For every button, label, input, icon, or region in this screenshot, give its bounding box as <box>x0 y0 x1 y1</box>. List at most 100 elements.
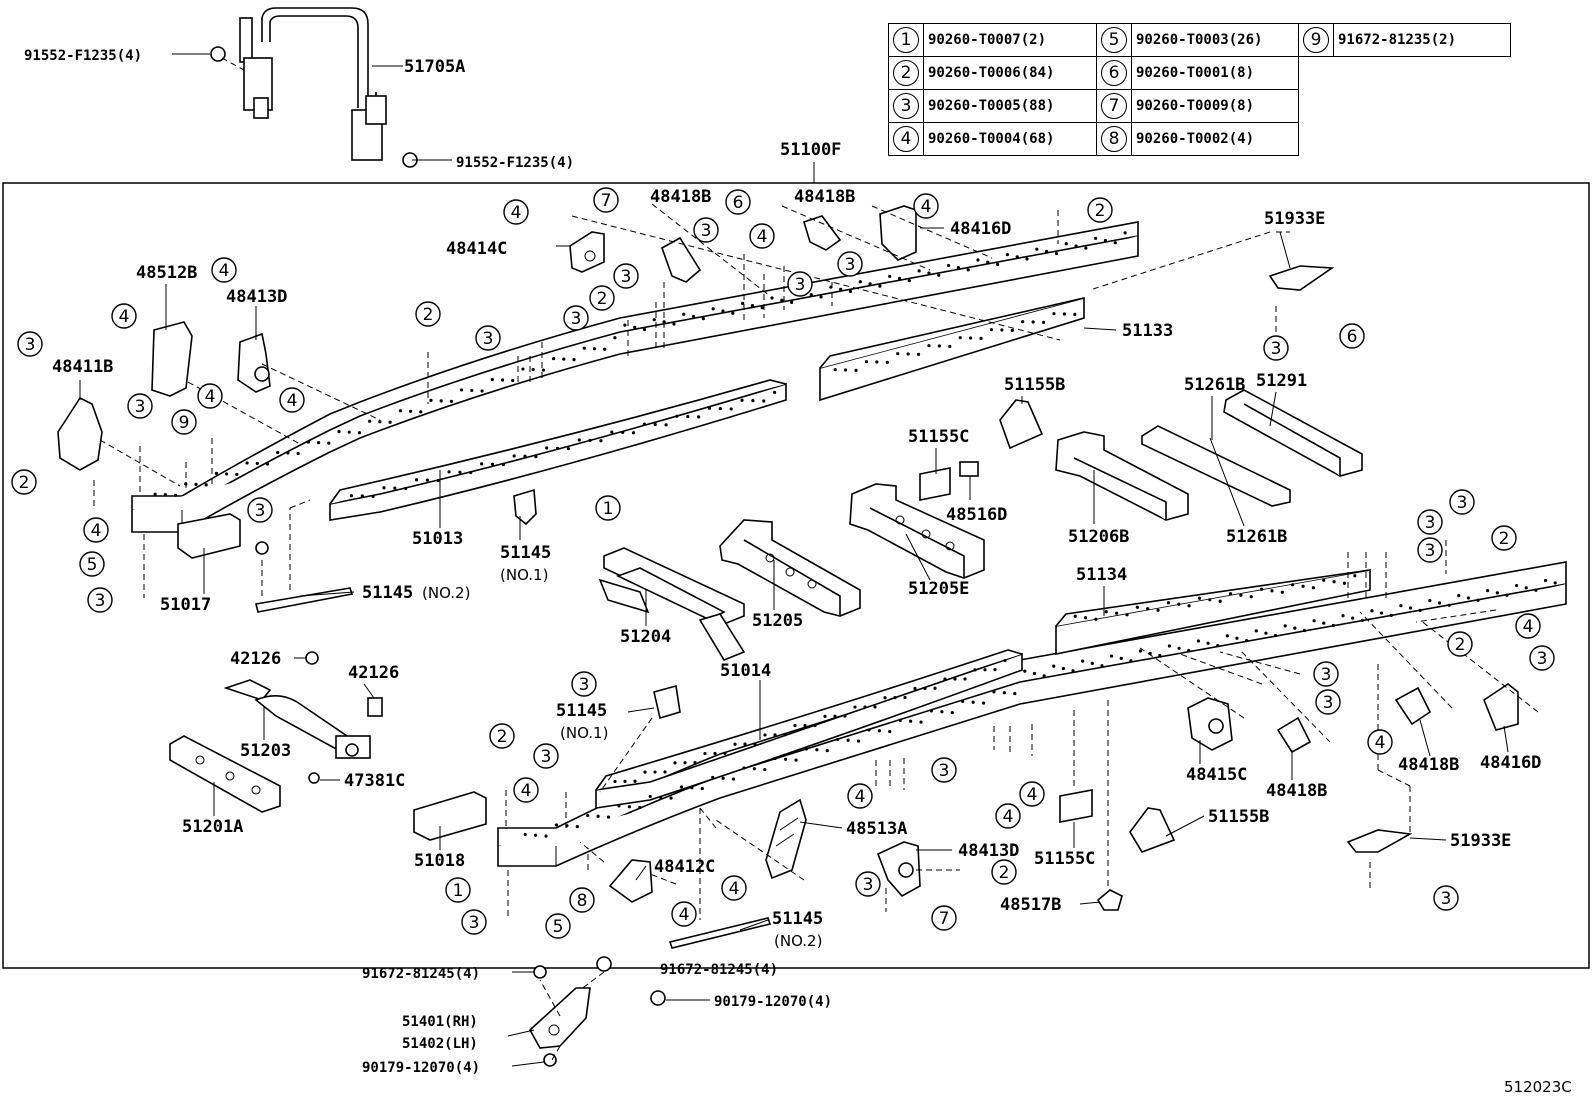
legend-circle: 9 <box>1303 27 1329 53</box>
crossmember-51206B[interactable] <box>1055 431 1189 521</box>
callout-number: 3 <box>701 221 712 241</box>
label-91552-a: 91552-F1235(4) <box>24 48 142 64</box>
rail-hole <box>740 398 744 402</box>
bracket-51017[interactable] <box>177 513 241 559</box>
callout-3: 3 <box>1529 645 1555 671</box>
crossmember-51205[interactable] <box>719 519 861 617</box>
bracket-42126-a[interactable] <box>305 651 319 665</box>
bracket-51155B-bot[interactable] <box>1129 807 1176 853</box>
callout-3: 3 <box>1263 335 1289 361</box>
part-51705A[interactable] <box>239 7 387 161</box>
dashed-leaders <box>93 203 1539 1061</box>
bracket-48516D[interactable] <box>959 461 979 477</box>
callout-3: 3 <box>837 251 863 277</box>
channel-51133[interactable] <box>819 296 1085 402</box>
bracket-48418B-bot-a[interactable] <box>1276 716 1312 754</box>
rail-hole <box>1486 588 1490 593</box>
bolt-91552-a[interactable] <box>210 46 226 62</box>
bracket-48416D-top[interactable] <box>879 205 917 261</box>
crossmember-51204[interactable] <box>598 547 746 661</box>
callout-number: 2 <box>597 289 608 309</box>
bracket-51145-no1-top[interactable] <box>513 488 537 526</box>
crossmember-51201A[interactable] <box>169 735 281 813</box>
bracket-48413D-bot[interactable] <box>876 841 921 898</box>
bolt-9[interactable] <box>255 541 269 555</box>
rail-hole <box>888 729 892 734</box>
bracket-48412C[interactable] <box>608 859 653 903</box>
rail-hole <box>523 454 527 458</box>
rail-hole <box>1332 580 1336 584</box>
label-51145-2: 51145 <box>362 583 413 603</box>
label-51933E-1: 51933E <box>1264 209 1325 229</box>
callout-5: 5 <box>79 551 105 577</box>
callout-number: 6 <box>1347 327 1358 347</box>
bracket-48418B-bot-b[interactable] <box>1394 686 1432 726</box>
callout-number: 4 <box>729 879 740 899</box>
bracket-51145-no1-bot[interactable] <box>653 684 681 720</box>
rail-hole <box>194 482 198 486</box>
rail-hole <box>398 409 402 413</box>
rail-hole <box>992 690 996 694</box>
bracket-48413D-top[interactable] <box>237 332 271 393</box>
callout-4: 4 <box>503 199 529 225</box>
rail-hole <box>652 318 656 322</box>
rail-hole <box>1283 624 1287 628</box>
callout-5: 5 <box>545 913 571 939</box>
label-48412C: 48412C <box>654 857 715 877</box>
rail-hole <box>707 406 712 410</box>
bracket-51933E-bot[interactable] <box>1346 829 1413 853</box>
bracket-51155B-top[interactable] <box>999 399 1044 450</box>
bracket-48512B[interactable] <box>151 321 193 397</box>
rail-hole <box>393 486 397 490</box>
callout-2: 2 <box>11 469 37 495</box>
crossmember-51203[interactable] <box>223 679 371 759</box>
rail-hole <box>804 747 809 751</box>
rail-hole <box>521 367 525 371</box>
bracket-48411B[interactable] <box>57 396 103 471</box>
rail-hole <box>877 729 881 733</box>
rail-hole <box>888 274 892 278</box>
nut-90179-b[interactable] <box>543 1053 557 1067</box>
crossmember-51291[interactable] <box>1223 389 1363 477</box>
crossmember-51261B-a[interactable] <box>1141 425 1291 507</box>
rail-hole <box>878 284 882 288</box>
rail-hole <box>731 777 736 781</box>
nut-91672-a[interactable] <box>533 965 547 979</box>
strap-51145-no2-bot[interactable] <box>668 917 772 949</box>
nut-90179-a[interactable] <box>650 990 666 1006</box>
label-51155B-2: 51155B <box>1208 807 1269 827</box>
bracket-48517B[interactable] <box>1096 889 1123 911</box>
frame-rail-upper-left[interactable] <box>131 221 1139 533</box>
bracket-48414C[interactable] <box>569 231 605 273</box>
rail-hole <box>404 486 408 491</box>
nut-91672-b[interactable] <box>596 956 612 972</box>
bolt-47381C[interactable] <box>308 772 320 784</box>
rail-hole <box>541 368 545 372</box>
strap-51145-no2-top[interactable] <box>255 587 354 613</box>
bracket-51401-51402[interactable] <box>528 987 591 1049</box>
label-48415C: 48415C <box>1186 765 1247 785</box>
rail-hole <box>995 262 1000 267</box>
legend-code: 90260-T0009(8) <box>1131 89 1299 123</box>
channel-51014[interactable] <box>595 649 1023 809</box>
bracket-51933E-top[interactable] <box>1268 265 1335 291</box>
rail-hole <box>844 368 848 372</box>
bracket-48415C[interactable] <box>1187 697 1233 751</box>
rail-hole <box>588 438 592 442</box>
rail-hole <box>554 823 559 827</box>
rail-hole <box>1138 649 1143 653</box>
callout-number: 2 <box>19 473 30 493</box>
rail-hole <box>697 415 701 419</box>
crossmember-51205E[interactable] <box>849 483 985 579</box>
bracket-48418B-top-b[interactable] <box>803 215 842 251</box>
bracket-48513A[interactable] <box>765 798 807 880</box>
plate-51155C-top[interactable] <box>919 467 951 501</box>
rail-hole <box>1291 583 1295 587</box>
bracket-48418B-top-a[interactable] <box>661 236 702 283</box>
rail-hole <box>700 786 704 791</box>
bracket-42126-b[interactable] <box>367 697 383 717</box>
bracket-48416D-bot[interactable] <box>1483 683 1519 731</box>
channel-51013[interactable] <box>329 379 787 521</box>
plate-51155C-bot[interactable] <box>1059 789 1093 823</box>
bracket-51018[interactable] <box>413 791 487 841</box>
